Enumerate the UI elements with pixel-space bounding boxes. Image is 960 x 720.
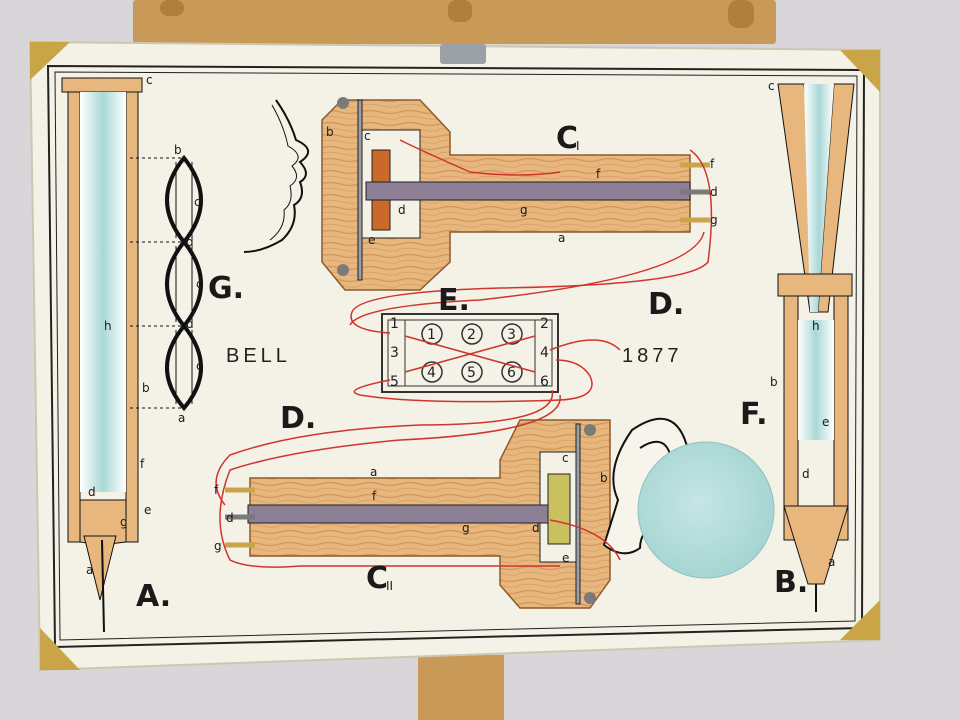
- part-label: c: [146, 73, 153, 87]
- part-label: a: [558, 231, 565, 245]
- part-label: f: [372, 489, 377, 503]
- circle-number: 3: [507, 327, 516, 343]
- circle-number: 4: [427, 365, 436, 381]
- part-label: g: [520, 203, 528, 217]
- circuit-wires: [215, 139, 713, 568]
- part-label: f: [140, 457, 145, 471]
- part-label: b: [326, 125, 334, 139]
- part-label: b: [142, 381, 150, 395]
- part-label: e: [822, 415, 829, 429]
- circle-number: 1: [427, 327, 436, 343]
- part-label: f: [596, 167, 601, 181]
- part-label: d: [532, 521, 540, 535]
- part-label: d: [88, 485, 96, 499]
- figure-f-globe: [637, 441, 775, 579]
- part-label: c: [768, 79, 775, 93]
- title-bell: BELL: [226, 345, 291, 367]
- figure-e-switchboard: [381, 313, 559, 393]
- terminal-label: 6: [540, 374, 549, 390]
- part-label: a: [178, 411, 185, 425]
- part-label: d: [710, 185, 718, 199]
- part-label: g: [710, 213, 718, 227]
- label-figure-f: F.: [740, 397, 767, 432]
- part-label: h: [104, 319, 112, 333]
- title-year: 1877: [622, 345, 683, 367]
- label-figure-g: G.: [208, 271, 244, 306]
- part-label: e: [562, 551, 569, 565]
- terminal-label: 1: [390, 316, 399, 332]
- hanger-clip: [440, 44, 486, 64]
- circle-number: 5: [467, 365, 476, 381]
- part-label: d: [226, 511, 234, 525]
- easel-leg: [418, 655, 504, 720]
- circle-number: 2: [467, 327, 476, 343]
- part-label: f: [710, 157, 715, 171]
- terminal-label: 2: [540, 316, 549, 332]
- part-label: c: [562, 451, 569, 465]
- part-label: b: [600, 471, 608, 485]
- label-figure-c1: C: [556, 121, 578, 156]
- part-label: c: [364, 129, 371, 143]
- part-label: c: [196, 277, 203, 291]
- part-label: c: [196, 359, 203, 373]
- part-label: g: [214, 539, 222, 553]
- label-figure-c1-sub: I: [576, 139, 580, 153]
- part-label: a: [828, 555, 835, 569]
- circle-number: 6: [507, 365, 516, 381]
- terminal-label: 3: [390, 345, 399, 361]
- label-figure-b: B.: [774, 565, 808, 600]
- label-figure-e: E.: [438, 283, 470, 318]
- part-label: f: [214, 483, 219, 497]
- part-label: g: [462, 521, 470, 535]
- part-label: a: [370, 465, 377, 479]
- part-label: e: [368, 233, 375, 247]
- part-label: g: [120, 515, 128, 529]
- terminal-label: 4: [540, 345, 549, 361]
- figure-b-funnel: [777, 83, 855, 612]
- figure-a-tube: [61, 77, 143, 633]
- figure-g-waves: [130, 154, 203, 412]
- part-label: d: [186, 317, 194, 331]
- label-figure-c2: C: [366, 561, 388, 596]
- figure-c2-device: [225, 419, 611, 609]
- part-label: d: [398, 203, 406, 217]
- part-label: d: [186, 235, 194, 249]
- part-label: c: [194, 195, 201, 209]
- label-figure-d-bottom: D.: [280, 401, 316, 436]
- part-label: d: [802, 467, 810, 481]
- label-figure-d-top: D.: [648, 287, 684, 322]
- part-label: b: [174, 143, 182, 157]
- face-profile-icon: [243, 99, 309, 253]
- easel-top-bar: [133, 0, 776, 44]
- label-figure-a: A.: [136, 579, 171, 614]
- part-label: b: [770, 375, 778, 389]
- part-label: e: [144, 503, 151, 517]
- part-label: a: [86, 563, 93, 577]
- part-label: h: [812, 319, 820, 333]
- label-figure-c2-sub: II: [386, 579, 393, 593]
- terminal-label: 5: [390, 374, 399, 390]
